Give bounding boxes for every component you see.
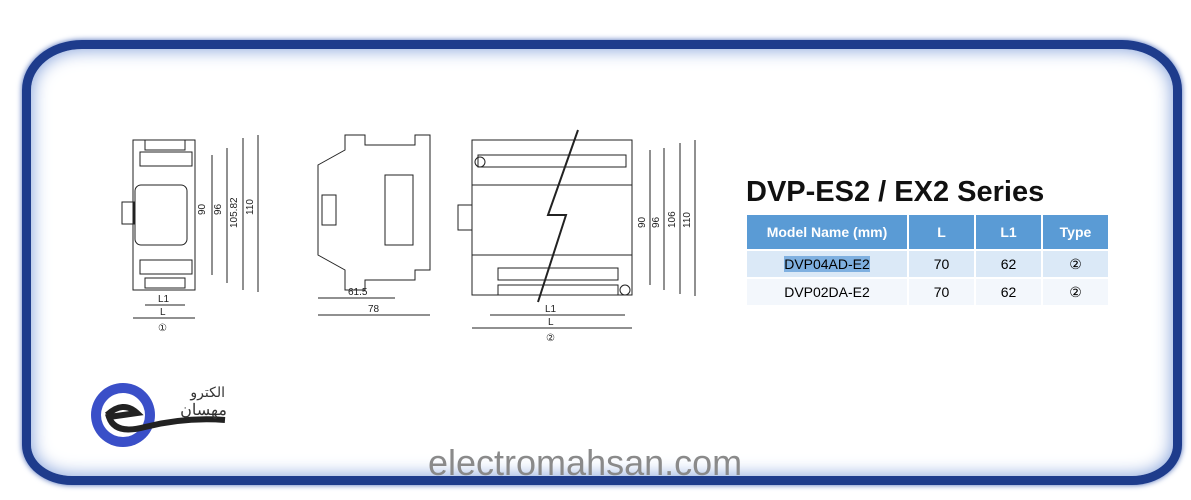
- svg-text:②: ②: [546, 333, 555, 344]
- svg-text:L1: L1: [158, 294, 170, 305]
- svg-text:90: 90: [637, 216, 648, 228]
- series-title: DVP-ES2 / EX2 Series: [746, 176, 1045, 208]
- electromahsan-logo: الکترو مهسان: [91, 383, 227, 447]
- type2-drawing: [457, 129, 696, 329]
- svg-text:مهسان: مهسان: [180, 402, 227, 419]
- dim-label: 90: [197, 203, 208, 215]
- svg-text:96: 96: [213, 203, 224, 215]
- svg-text:①: ①: [158, 323, 167, 334]
- svg-text:L: L: [160, 307, 166, 318]
- svg-text:96: 96: [651, 216, 662, 228]
- svg-text:L1: L1: [545, 304, 557, 315]
- svg-text:110: 110: [245, 199, 256, 215]
- table-row: DVP04AD-E2 70 62 ②: [747, 251, 1108, 277]
- model-table: Model Name (mm) L L1 Type DVP04AD-E2 70 …: [745, 213, 1110, 307]
- svg-text:106: 106: [667, 211, 678, 228]
- table-row: DVP02DA-E2 70 62 ②: [747, 279, 1108, 305]
- table-header: Model Name (mm) L L1 Type: [747, 215, 1108, 249]
- side-drawing: [317, 134, 431, 316]
- svg-text:61.5: 61.5: [348, 287, 368, 298]
- svg-text:105.82: 105.82: [229, 197, 240, 228]
- type1-drawing: [121, 135, 259, 319]
- svg-text:110: 110: [682, 212, 693, 228]
- svg-text:L: L: [548, 317, 554, 328]
- website-url[interactable]: electromahsan.com: [428, 442, 743, 483]
- svg-text:78: 78: [368, 304, 380, 315]
- svg-text:الکترو: الکترو: [189, 384, 225, 401]
